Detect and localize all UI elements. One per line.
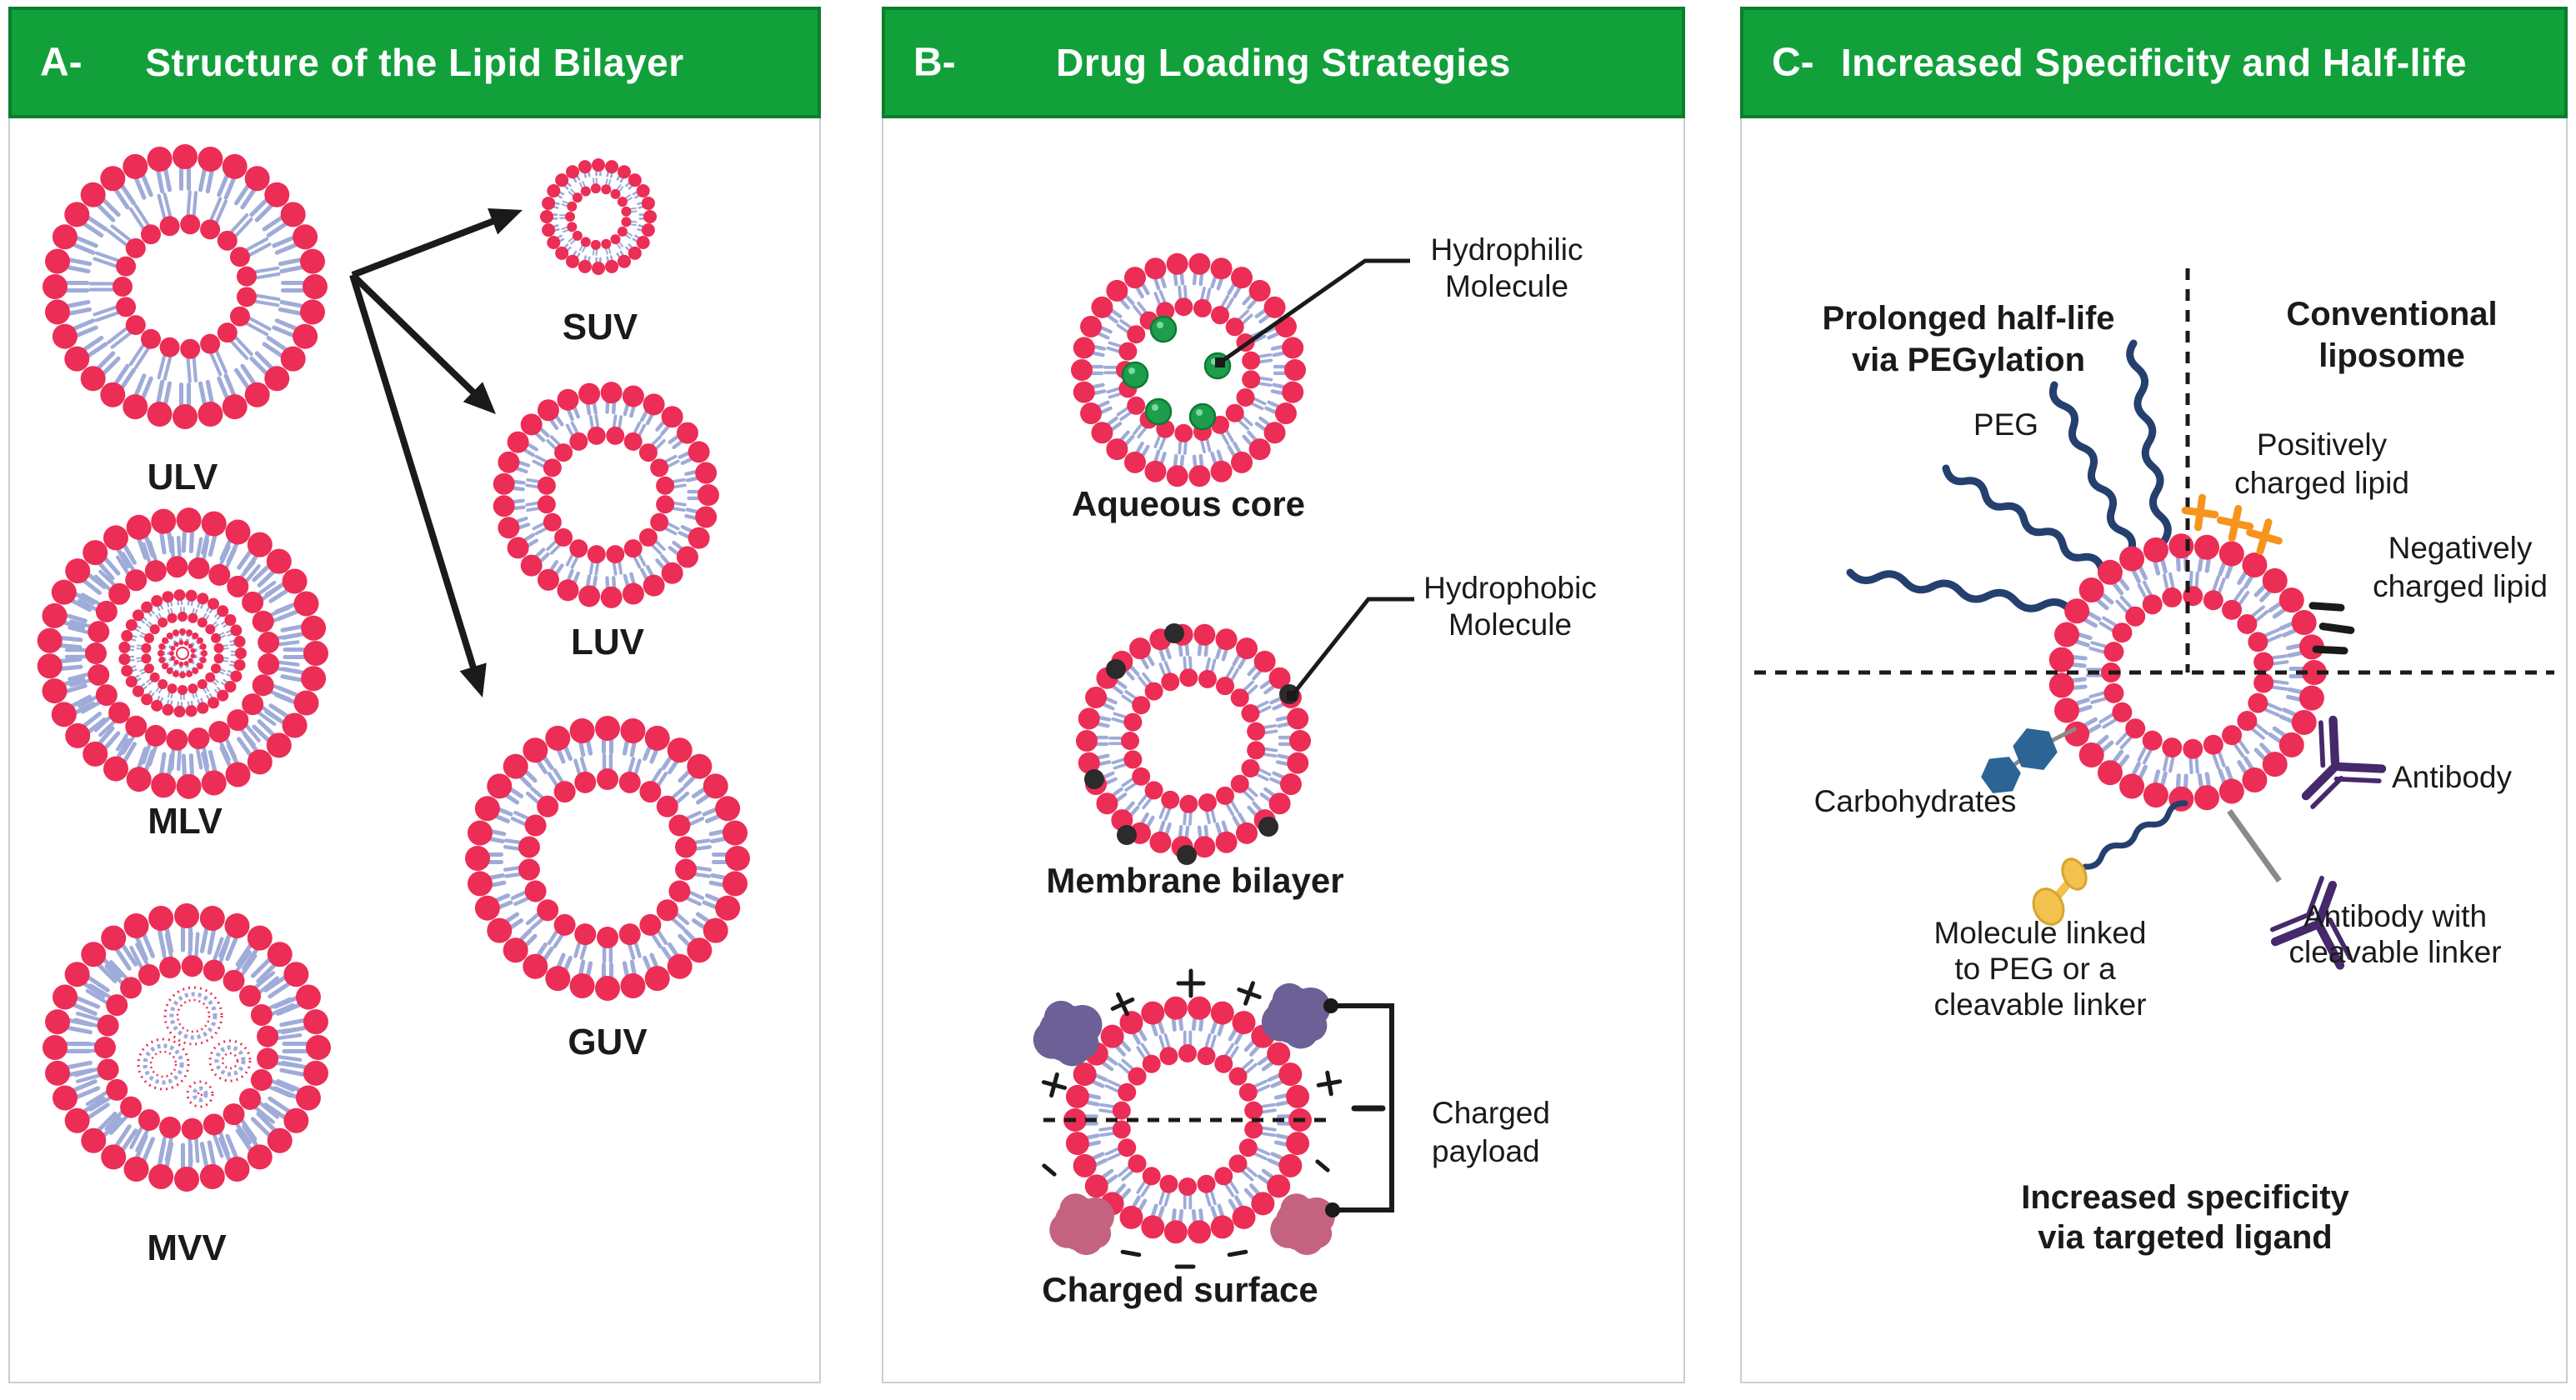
luv-label: LUV <box>571 622 645 662</box>
molecule-linked-label-line1: Molecule linked <box>1933 916 2146 950</box>
charged-surface-caption: Charged surface <box>1042 1270 1318 1309</box>
hydrophilic-label-line2: Molecule <box>1445 269 1568 303</box>
antibody-cleavable-label-line1: Antibody with <box>2303 899 2487 933</box>
panel-c-body: Prolonged half-life via PEGylation Conve… <box>1740 118 2568 1383</box>
charged-payload-label-line1: Charged <box>1432 1096 1550 1130</box>
panel-b-canvas: Hydrophilic Molecule Aqueous core Hydrop… <box>1033 232 1597 1309</box>
peg-chains <box>1846 339 2172 614</box>
conventional-liposome-label-line1: Conventional <box>2286 296 2497 332</box>
hydrophobic-label-line1: Hydrophobic <box>1423 571 1597 605</box>
quadrant-dashed-lines <box>1754 268 2554 675</box>
molecule-linked-label-line3: cleavable linker <box>1933 988 2146 1022</box>
mvv-liposome <box>43 903 331 1192</box>
payload-blobs <box>1033 982 1335 1256</box>
prolonged-half-life-label-line1: Prolonged half-life <box>1822 300 2114 337</box>
aqueous-core-liposome <box>1071 252 1306 488</box>
molecule-peg-glyph <box>2032 800 2188 926</box>
charged-payload-bracket <box>1323 998 1394 1218</box>
panel-c-letter: C- <box>1772 40 1814 85</box>
increased-specificity-label-line2: via targeted ligand <box>2038 1219 2332 1256</box>
positively-charged-label-line1: Positively <box>2257 428 2388 462</box>
panel-b-title: Drug Loading Strategies <box>1056 41 1511 84</box>
panel-a: A- Structure of the Lipid Bilayer ULV ML… <box>8 7 821 1383</box>
hydrophilic-label-line1: Hydrophilic <box>1430 232 1583 267</box>
panel-c-title: Increased Specificity and Half-life <box>1840 41 2468 84</box>
hydrophilic-molecules <box>1121 315 1232 431</box>
panel-b-letter: B- <box>913 40 956 85</box>
suv-liposome <box>540 158 657 275</box>
antibody-cleavable-glyph <box>2227 808 2353 970</box>
functionalized-liposome <box>2048 533 2327 812</box>
guv-liposome <box>465 716 750 1001</box>
antibody-glyph <box>2301 715 2387 809</box>
molecule-linked-label-line2: to PEG or a <box>1954 952 2116 986</box>
membrane-bilayer-caption: Membrane bilayer <box>1046 861 1343 900</box>
peg-label: PEG <box>1973 408 2038 442</box>
mlv-label: MLV <box>148 801 223 842</box>
luv-liposome <box>493 382 719 608</box>
vesicle-size-arrows <box>349 208 523 698</box>
panel-c: C- Increased Specificity and Half-life P… <box>1740 7 2568 1383</box>
mvv-label: MVV <box>147 1228 227 1268</box>
suv-label: SUV <box>563 307 638 348</box>
carbohydrates-label: Carbohydrates <box>1814 784 2017 818</box>
panel-c-canvas: Prolonged half-life via PEGylation Conve… <box>1754 268 2554 1256</box>
ulv-label: ULV <box>148 457 218 498</box>
guv-label: GUV <box>568 1022 648 1062</box>
positively-charged-label-line2: charged lipid <box>2234 466 2409 500</box>
hydrophobic-label-line2: Molecule <box>1448 608 1572 642</box>
hydrophobic-molecules <box>1084 623 1299 865</box>
ulv-liposome <box>43 144 328 429</box>
negatively-charged-label-line2: charged lipid <box>2373 569 2548 603</box>
panel-b-body: Hydrophilic Molecule Aqueous core Hydrop… <box>882 118 1685 1383</box>
panel-a-header: A- Structure of the Lipid Bilayer <box>8 7 821 118</box>
panel-a-letter: A- <box>40 40 83 85</box>
positive-charge-symbols <box>2181 493 2283 555</box>
panel-b-header: B- Drug Loading Strategies <box>882 7 1685 118</box>
conventional-liposome-label-line2: liposome <box>2318 338 2465 374</box>
negatively-charged-label-line1: Negatively <box>2388 531 2533 565</box>
charged-payload-label-line2: payload <box>1432 1134 1540 1168</box>
aqueous-core-caption: Aqueous core <box>1072 484 1305 523</box>
mlv-liposome <box>37 508 328 799</box>
charge-symbols <box>1041 968 1386 1269</box>
increased-specificity-label-line1: Increased specificity <box>2021 1179 2349 1216</box>
prolonged-half-life-label-line2: via PEGylation <box>1852 342 2085 378</box>
antibody-label: Antibody <box>2392 760 2512 794</box>
panel-c-header: C- Increased Specificity and Half-life <box>1740 7 2568 118</box>
carbohydrate-glyph <box>1981 726 2078 793</box>
hydrophilic-leader-line <box>1215 258 1410 368</box>
antibody-cleavable-label-line2: cleavable linker <box>2288 935 2501 969</box>
charged-surface-liposome <box>1063 996 1312 1244</box>
panel-a-canvas: ULV MLV MVV SUV LUV GUV <box>37 144 750 1268</box>
negative-charge-symbols <box>2308 602 2355 655</box>
hydrophobic-leader-line <box>1287 597 1414 701</box>
panel-b: B- Drug Loading Strategies Hydrophilic M… <box>882 7 1685 1383</box>
panel-a-title: Structure of the Lipid Bilayer <box>145 41 684 84</box>
panel-a-body: ULV MLV MVV SUV LUV GUV <box>8 118 821 1383</box>
